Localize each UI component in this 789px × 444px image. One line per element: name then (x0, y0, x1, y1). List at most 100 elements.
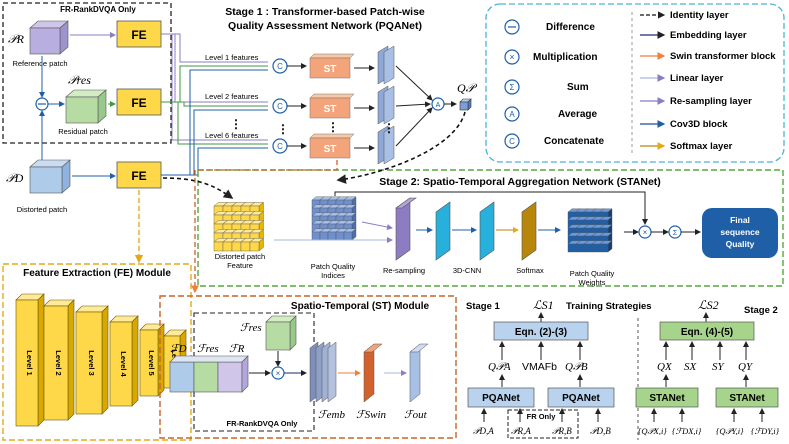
pqanet-box-a (467, 387, 535, 408)
training-title: Training Strategies (566, 301, 652, 312)
stage2-sum-node: Σ (668, 225, 682, 239)
st-box-1: ST (309, 53, 355, 79)
linear-slab-2 (377, 85, 395, 125)
training-stage2: Stage 2 (744, 305, 778, 316)
final-line3: Quality (726, 239, 755, 249)
legend-softmax: Softmax layer (640, 141, 733, 152)
reference-label: Reference patch (12, 59, 67, 68)
svg-text:Σ: Σ (673, 230, 678, 237)
stage1-title-line1: Stage 1 : Transformer-based Patch-wise (225, 6, 425, 18)
reference-patch-cube (29, 20, 69, 55)
st-box-2: ST (309, 93, 355, 119)
fr-only-box (2, 2, 172, 144)
swin-block (363, 343, 383, 403)
legend-sum: Σ Sum (504, 79, 589, 95)
fe-box-residual (116, 88, 162, 116)
st-fr-only-label: FR-RankDVQA Only (227, 419, 299, 428)
fr-only-text: FR Only (527, 412, 557, 421)
f-set-y: {ℱDY,i} (751, 426, 780, 436)
out-block (409, 343, 429, 403)
svg-text:Cov3D block: Cov3D block (670, 119, 728, 130)
svg-text:A: A (436, 102, 441, 109)
final-line1: Final (730, 215, 750, 225)
concat-feature-stack (169, 355, 249, 393)
fe-module-box (2, 263, 192, 441)
loss-s1: ℒS1 (533, 298, 554, 312)
resampling-label: Re-sampling (383, 266, 425, 275)
legend-box (485, 3, 785, 163)
s-x: SX (684, 361, 698, 373)
q-output-label: Q𝒫 (457, 81, 478, 95)
f-res-top: ℱres (240, 322, 262, 334)
svg-text:C: C (277, 102, 283, 111)
legend-concatenate: C Concatenate (504, 133, 604, 149)
cnn3d-slab-2 (479, 201, 495, 261)
concat-node-6: C (272, 138, 288, 154)
svg-text:Multiplication: Multiplication (533, 52, 597, 63)
fe-module-title: Feature Extraction (FE) Module (23, 268, 171, 279)
linear-slab-1 (377, 45, 395, 85)
stanet-x-label: STANet (649, 393, 685, 404)
legend-identity: Identity layer (640, 10, 729, 21)
svg-text:Identity layer: Identity layer (670, 10, 729, 21)
p-ra: 𝒫R,A (511, 426, 531, 436)
st-module: Spatio-Temporal (ST) Module FR-RankDVQA … (159, 295, 457, 439)
eqn2-label: Eqn. (4)-(5) (681, 327, 733, 338)
svg-text:×: × (509, 52, 514, 62)
vmaf-b: VMAFb (522, 361, 557, 373)
residual-symbol: 𝒫res (68, 73, 91, 87)
fe-level-block-2: Level 2 (43, 299, 75, 421)
stage1-section: FR-RankDVQA Only 𝒫R Reference patch 𝒫res… (2, 2, 478, 214)
pqanet-box-b (547, 387, 615, 408)
fe-level-block-1: Level 1 (15, 293, 45, 427)
training-section: Stage 1 Training Strategies Stage 2 ℒS1 … (466, 298, 780, 440)
eqn2-box (659, 321, 755, 341)
q-pa: Q𝒫A (488, 361, 511, 373)
fe-level-block-4: Level 4 (109, 315, 139, 407)
softmax-label: Softmax (516, 266, 544, 275)
stage2-section: Stage 2: Spatio-Temporal Aggregation Net… (162, 111, 784, 287)
fe-level-label-2: Level 2 (54, 350, 63, 375)
fe-label-distorted: FE (131, 169, 146, 183)
level1-features-label: Level 1 features (205, 53, 259, 62)
q-pb: Q𝒫B (565, 361, 588, 373)
stanet-y-label: STANet (729, 393, 765, 404)
linear-dots: ⋮ (383, 121, 395, 135)
linear-slab-6 (377, 125, 395, 165)
patch-quality-indices-grid (311, 196, 357, 241)
f-d-label: ℱD (170, 343, 187, 355)
fe-box-distorted (116, 161, 162, 189)
distorted-patch-cube (29, 159, 71, 194)
legend: Difference × Multiplication Σ Sum A Aver… (485, 3, 785, 163)
loss-s2: ℒS2 (698, 298, 719, 312)
pqanet-a-label: PQANet (482, 393, 520, 404)
p-db: 𝒫D,B (590, 426, 611, 436)
weights-line2: Weights (579, 278, 606, 287)
svg-text:C: C (277, 62, 283, 71)
legend-difference: Difference (504, 19, 595, 35)
cnn3d-label: 3D-CNN (453, 266, 481, 275)
f-set-x: {ℱDX,i} (672, 426, 702, 436)
svg-text:C: C (277, 142, 283, 151)
svg-text:ST: ST (324, 144, 337, 155)
fe-module: Feature Extraction (FE) Module Level 1 Le… (2, 263, 192, 441)
distorted-feature-cell (249, 237, 265, 252)
eqn1-label: Eqn. (2)-(3) (515, 327, 567, 338)
fe-level-label-4: Level 4 (119, 351, 128, 377)
legend-linear: Linear layer (640, 73, 724, 84)
resampling-slab (395, 197, 417, 261)
quality-index-cell (343, 228, 357, 241)
patch-quality-line2: Indices (321, 271, 345, 280)
legend-cov3d: Cov3D block (640, 119, 728, 130)
f-emb-label: ℱemb (318, 409, 345, 421)
fe-label-reference: FE (131, 28, 146, 42)
features-dots: ⋮ (230, 117, 242, 131)
fe-level-label-1: Level 1 (25, 350, 34, 375)
q-y: QY (738, 361, 754, 373)
final-quality-box (702, 208, 778, 258)
distorted-feature-grid (213, 201, 265, 252)
residual-patch-cube (65, 89, 107, 124)
stage2-mult-node: × (638, 225, 652, 239)
